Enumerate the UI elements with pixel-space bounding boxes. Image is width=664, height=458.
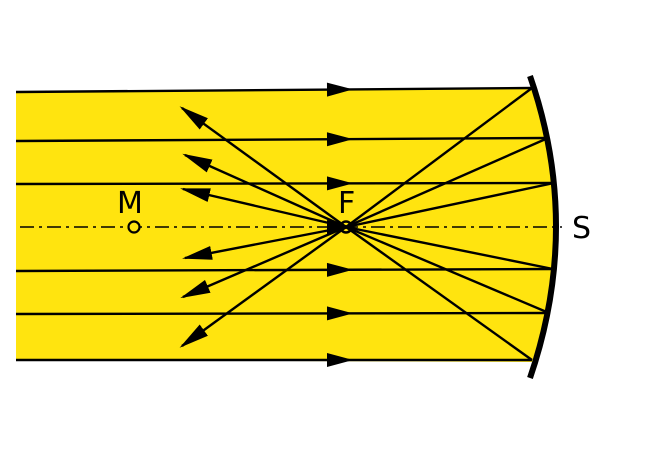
outgoing-ray: [179, 226, 347, 348]
reflected-ray: [345, 226, 533, 361]
reflected-ray: [345, 136, 549, 229]
outgoing-ray: [182, 225, 347, 260]
focus-point-marker: [339, 220, 353, 234]
center-label: M: [117, 186, 143, 221]
reflected-ray: [345, 225, 550, 315]
incoming-ray-arrowhead: [326, 176, 353, 191]
incoming-ray-arrowhead: [326, 82, 353, 97]
outgoing-rays: [179, 106, 347, 348]
incoming-ray: [15, 267, 554, 273]
incoming-ray-arrowhead: [326, 306, 353, 321]
outgoing-ray: [179, 106, 347, 228]
incoming-ray: [15, 86, 533, 94]
outgoing-ray: [180, 187, 347, 229]
outgoing-ray: [180, 225, 347, 299]
incoming-ray-arrowhead: [326, 262, 353, 277]
incoming-ray-arrowhead: [327, 353, 353, 367]
center-point-marker: [127, 220, 141, 234]
incoming-ray-arrowhead: [326, 132, 353, 147]
reflected-ray: [345, 87, 533, 228]
reflected-rays: [345, 87, 555, 361]
outgoing-ray: [182, 153, 347, 229]
mirror-label: S: [572, 211, 591, 246]
light-beam: [16, 88, 554, 362]
reflected-ray: [345, 225, 554, 271]
focus-label: F: [338, 186, 355, 221]
reflected-ray: [345, 181, 555, 229]
incoming-ray: [15, 136, 549, 143]
concave-mirror: [527, 75, 559, 379]
incoming-ray: [15, 311, 550, 316]
